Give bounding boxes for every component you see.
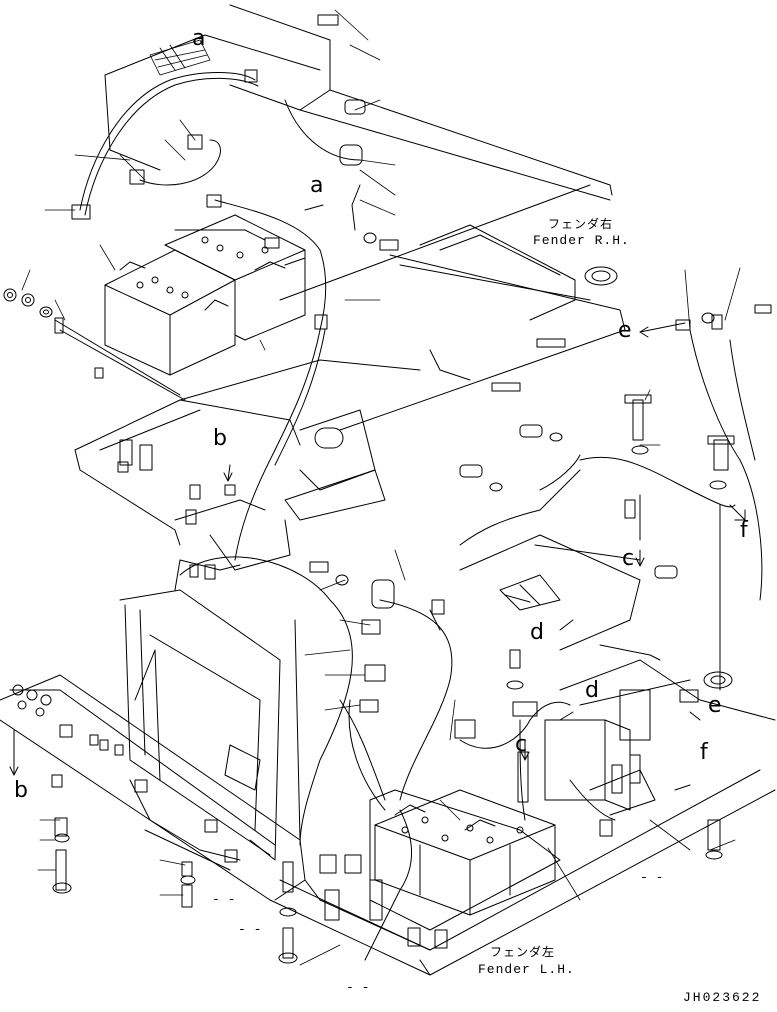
- fender-rh-en: Fender R.H.: [533, 233, 630, 248]
- ref-f-lower: f: [700, 740, 708, 765]
- hatch-plate-top: [149, 39, 211, 76]
- ref-c-right: c: [622, 546, 635, 571]
- ref-d-center: d: [530, 620, 544, 645]
- mid-left-frame: [117, 439, 236, 580]
- leader-lines: [21, 9, 741, 966]
- upper-connectors: [3, 14, 399, 379]
- callout-blank-4: - -: [346, 980, 370, 995]
- right-deck-plate: [459, 534, 641, 651]
- drawing-id: JH023622: [683, 990, 762, 1005]
- upper-battery-1: [104, 249, 236, 376]
- lower-main-frame: [0, 556, 776, 976]
- callout-blank-1: - -: [640, 870, 664, 885]
- fender-lh-jp: フェンダ左: [490, 945, 556, 959]
- fender-lh-en: Fender L.H.: [478, 962, 575, 977]
- callout-blank-2: - -: [212, 892, 236, 907]
- right-cables: [459, 304, 772, 691]
- upper-cables: [54, 72, 361, 561]
- ref-a-top: a: [192, 26, 206, 51]
- ref-b-mid: b: [213, 426, 227, 451]
- ref-b-left: b: [14, 778, 28, 803]
- center-lower-cables: [309, 561, 733, 961]
- upper-deck-frame: [74, 4, 626, 571]
- ref-f-right: f: [740, 518, 748, 543]
- ref-c-lower: c: [515, 732, 528, 757]
- ref-d-lower: d: [585, 678, 599, 703]
- ref-e-right: e: [618, 318, 632, 343]
- ref-a-mid: a: [310, 173, 324, 198]
- left-rail-parts: [12, 684, 448, 964]
- ref-e-lower: e: [708, 693, 722, 718]
- lower-batteries: [374, 719, 656, 916]
- arrows: [9, 204, 746, 791]
- fender-rh-jp: フェンダ右: [548, 217, 614, 231]
- callout-blank-3: - -: [238, 922, 262, 937]
